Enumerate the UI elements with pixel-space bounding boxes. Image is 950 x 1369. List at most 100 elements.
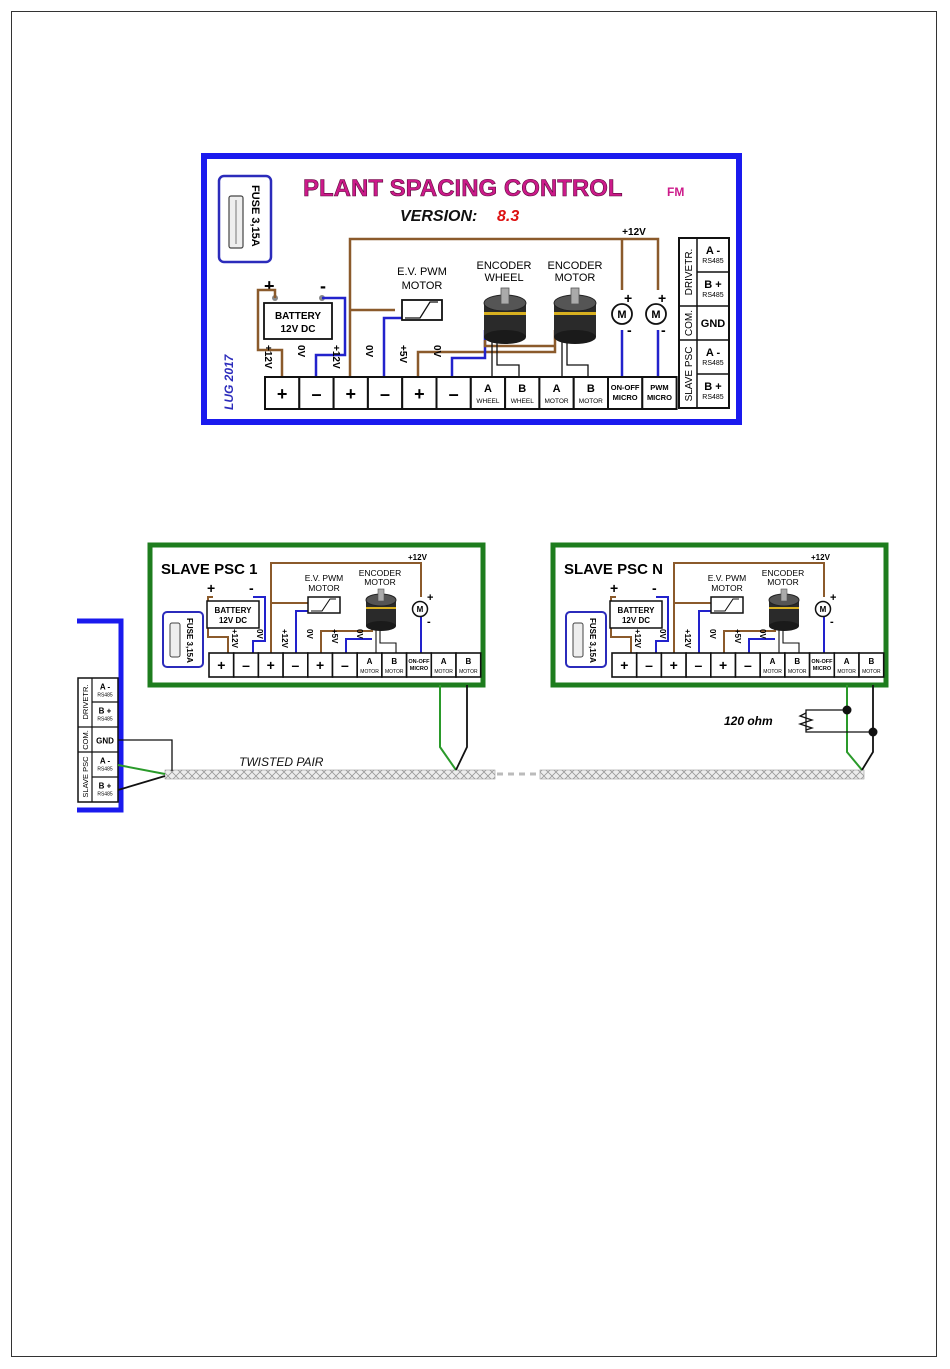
side-terminal-sublabel: RS485 (702, 292, 724, 299)
svg-text:+: + (427, 592, 433, 604)
slave-terminal-label: B (794, 657, 800, 666)
slave-terminal-label: A (844, 657, 850, 666)
main-terminal (332, 376, 369, 410)
slave-fuse (162, 611, 204, 668)
slave-terminal-label: B (465, 657, 471, 666)
svg-text:+12V: +12V (408, 553, 428, 562)
encoder-motor: ENCODER MOTOR (547, 260, 603, 344)
slave-terminal-label: + (719, 657, 727, 673)
svg-text:M: M (820, 605, 827, 614)
svg-text:+5V: +5V (397, 345, 408, 363)
main-terminal (298, 376, 335, 410)
svg-text:E.V. PWM: E.V. PWM (708, 573, 746, 583)
svg-text:+: + (207, 580, 215, 596)
svg-text:0V: 0V (355, 629, 364, 639)
main-battery: BATTERY 12V DC + - (263, 276, 333, 340)
main-terminal-sublabel: MOTOR (545, 398, 569, 405)
side-terminal-sublabel: RS485 (97, 717, 113, 723)
svg-text:E.V. PWM: E.V. PWM (305, 573, 343, 583)
main-terminal (504, 376, 541, 410)
main-ev-motor: E.V. PWM MOTOR (397, 266, 447, 321)
svg-text:MOTOR: MOTOR (364, 577, 395, 587)
svg-text:-: - (627, 322, 632, 338)
battery-plus: + (264, 276, 275, 296)
slave-terminal-label: ON-OFF (408, 659, 430, 665)
slave-terminal-label: + (267, 657, 275, 673)
main-terminal-sublabel: MOTOR (579, 398, 603, 405)
svg-text:+: + (624, 290, 632, 306)
slave-terminal-label: A (770, 657, 776, 666)
slave-terminal-label: – (645, 657, 653, 673)
side-group-slave: SLAVE PSC (684, 347, 695, 402)
slave-title: SLAVE PSC 1 (161, 561, 257, 578)
main-title-suffix: FM (667, 185, 684, 199)
main-terminal-label: ON-OFF (611, 383, 640, 392)
main-motor-onoff: M + - (611, 290, 633, 338)
valve-icon (401, 299, 443, 321)
main-board: FUSE 3,15A PLANT SPACING CONTROL FM VERS… (201, 153, 742, 425)
slave-terminal-label: + (217, 657, 225, 673)
svg-text:-: - (661, 322, 666, 338)
svg-text:0V: 0V (363, 345, 374, 358)
main-terminal (264, 376, 301, 410)
main-terminal-sublabel: WHEEL (511, 398, 535, 405)
svg-text:E.V. PWM: E.V. PWM (397, 266, 447, 278)
main-terminal-label: B (518, 383, 526, 395)
main-wire-labels: +12V 0V +12V 0V +5V 0V (262, 345, 442, 369)
svg-text:ENCODER: ENCODER (547, 260, 602, 272)
svg-text:12V DC: 12V DC (219, 616, 247, 625)
main-fuse-label: FUSE 3,15A (249, 185, 261, 247)
svg-text:ENCODER: ENCODER (476, 260, 531, 272)
main-terminal (572, 376, 610, 410)
svg-text:+: + (830, 592, 836, 604)
twisted-pair-cable (164, 769, 496, 780)
main-terminal (538, 376, 575, 410)
svg-text:ENCODER: ENCODER (359, 568, 402, 578)
battery-icon (206, 600, 260, 629)
fuse-icon (572, 622, 584, 658)
slave-terminal-label: ON-OFF (811, 659, 833, 665)
side-group-com: COM. (684, 310, 695, 336)
main-fuse: FUSE 3,15A (217, 174, 273, 264)
svg-text:+12V: +12V (280, 629, 289, 649)
slave-terminal (430, 652, 457, 678)
svg-text:0V: 0V (708, 629, 717, 639)
slave-terminal-sublabel: MOTOR (360, 669, 379, 675)
slave-terminal-label: A (441, 657, 447, 666)
side-terminal-label: GND (96, 737, 114, 746)
slave-terminal-label: B (391, 657, 397, 666)
svg-text:MOTOR: MOTOR (555, 272, 596, 284)
slave-terminal-label: + (620, 657, 628, 673)
main-terminal-label: + (414, 384, 425, 404)
svg-text:0V: 0V (431, 345, 442, 358)
encoder-wheel: ENCODER WHEEL (476, 260, 532, 344)
main-terminal-label: A (553, 383, 561, 395)
plus12v-label: +12V (622, 227, 646, 238)
motor-icon (411, 600, 429, 618)
svg-text:0V: 0V (295, 345, 306, 358)
svg-text:+: + (610, 580, 618, 596)
slave-terminal (734, 652, 762, 678)
svg-text:0V: 0V (305, 629, 314, 639)
slave-terminal (808, 652, 836, 678)
slave-terminal-sublabel: MOTOR (862, 669, 881, 675)
main-terminal-label: PWM (650, 383, 668, 392)
slave-terminal-label: B (868, 657, 874, 666)
valve-icon (307, 596, 341, 614)
slave-terminal-sublabel: MOTOR (385, 669, 404, 675)
main-title: PLANT SPACING CONTROL (303, 175, 623, 202)
twisted-pair-cable (539, 769, 865, 780)
side-terminal-label: A - (100, 757, 111, 766)
side-terminal-label: B + (704, 279, 721, 291)
page-frame (11, 11, 937, 1357)
fuse-icon (169, 622, 181, 658)
svg-text:0V: 0V (658, 629, 667, 639)
slave-terminal-sublabel: MOTOR (837, 669, 856, 675)
lug-label: LUG 2017 (222, 353, 236, 410)
side-group-drivetr: DRIVETR. (684, 249, 695, 296)
svg-text:BATTERY: BATTERY (618, 606, 656, 615)
svg-text:+12V: +12V (330, 345, 341, 369)
rs485-network: TWISTED PAIR 120 ohm (117, 685, 878, 791)
main-terminal-sublabel: MICRO (613, 393, 638, 402)
main-terminal (469, 376, 507, 410)
